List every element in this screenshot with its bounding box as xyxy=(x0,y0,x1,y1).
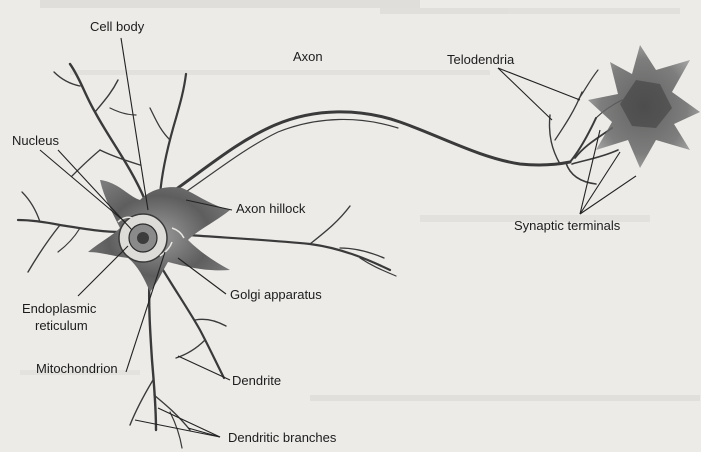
leader-telodendria-a xyxy=(498,68,552,120)
label-mitochondrion: Mitochondrion xyxy=(36,361,118,376)
label-telodendria: Telodendria xyxy=(447,52,515,67)
label-cell-body: Cell body xyxy=(90,19,145,34)
target-cell xyxy=(588,45,700,168)
label-synaptic-terminals: Synaptic terminals xyxy=(514,218,621,233)
axon-trunk xyxy=(175,112,570,196)
label-dendritic-branches: Dendritic branches xyxy=(228,430,337,445)
label-axon: Axon xyxy=(293,49,323,64)
label-nucleus: Nucleus xyxy=(12,133,59,148)
leader-dendritic-c xyxy=(158,408,220,437)
label-reticulum: reticulum xyxy=(35,318,88,333)
leader-cell-body xyxy=(121,38,148,210)
label-dendrite: Dendrite xyxy=(232,373,281,388)
label-axon-hillock: Axon hillock xyxy=(236,201,306,216)
label-endoplasmic: Endoplasmic xyxy=(22,301,97,316)
label-golgi-apparatus: Golgi apparatus xyxy=(230,287,322,302)
leader-telodendria-b xyxy=(498,68,580,100)
leader-dendritic-a xyxy=(135,420,220,437)
nucleolus-core xyxy=(137,232,149,244)
leader-synaptic-c xyxy=(580,176,636,214)
leader-dendrite xyxy=(178,356,230,380)
leader-synaptic-b xyxy=(580,152,620,214)
